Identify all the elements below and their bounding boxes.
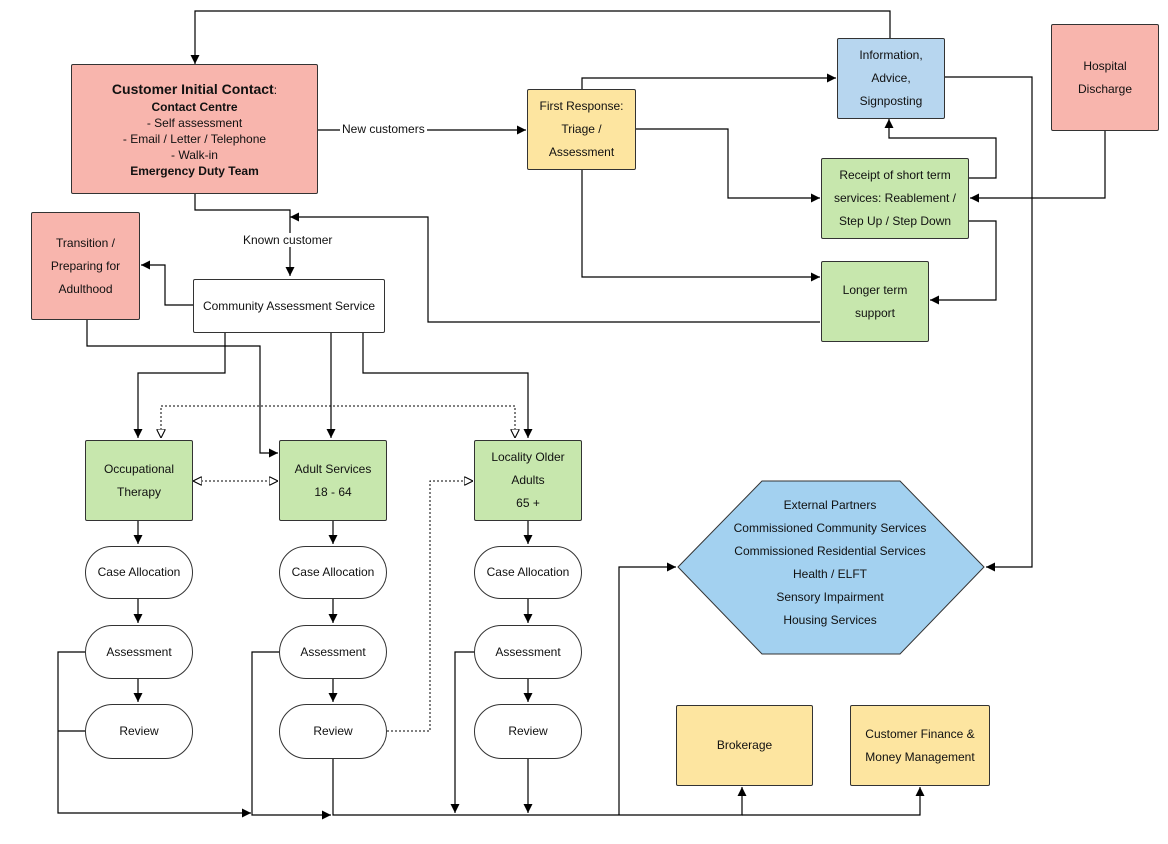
longer-term-support-box: Longer term support — [821, 261, 929, 342]
adult-services-line-1: Adult Services — [294, 461, 372, 476]
adult-services-box: Adult Services 18 - 64 — [279, 440, 387, 521]
locality-assessment-label: Assessment — [495, 644, 561, 659]
transition-line-2: Preparing for — [50, 258, 121, 273]
adult-case-allocation: Case Allocation — [279, 546, 387, 599]
short-term-line-3: Step Up / Step Down — [838, 214, 952, 228]
contact-line-email: - Email / Letter / Telephone — [122, 132, 267, 146]
locality-case-allocation-label: Case Allocation — [486, 565, 570, 579]
adult-assessment-label: Assessment — [300, 644, 366, 659]
brokerage-box: Brokerage — [676, 705, 813, 786]
info-line-2: Advice, — [871, 71, 911, 85]
locality-older-adults-box: Locality Older Adults 65 + — [474, 440, 582, 521]
emergency-duty-team-label: Emergency Duty Team — [130, 164, 259, 178]
customer-contact-title: Customer Initial Contact — [111, 81, 274, 97]
ot-line-1: Occupational — [103, 461, 175, 476]
ot-case-allocation-label: Case Allocation — [97, 565, 181, 579]
adult-review: Review — [279, 704, 387, 759]
external-partners-list: External Partners Commissioned Community… — [700, 494, 960, 632]
information-advice-box: Information, Advice, Signposting — [837, 38, 945, 119]
longer-term-line-1: Longer term — [842, 282, 908, 297]
first-response-line-3: Assessment — [548, 145, 615, 159]
external-partners-line-4: Health / ELFT — [792, 567, 868, 581]
ot-line-2: Therapy — [116, 484, 162, 499]
hospital-line-1: Hospital — [1083, 58, 1127, 73]
customer-finance-box: Customer Finance & Money Management — [850, 705, 990, 786]
customer-initial-contact-box: Customer Initial Contact: Contact Centre… — [71, 64, 318, 194]
short-term-line-2: services: Reablement / — [833, 191, 957, 205]
locality-assessment: Assessment — [474, 625, 582, 679]
finance-line-1: Customer Finance & — [865, 726, 975, 741]
external-partners-hexagon — [677, 480, 985, 655]
locality-review: Review — [474, 704, 582, 759]
community-assessment-label: Community Assessment Service — [202, 298, 376, 313]
ot-review: Review — [85, 704, 193, 759]
longer-term-line-2: support — [854, 305, 896, 320]
transition-line-3: Adulthood — [58, 281, 113, 296]
short-term-line-1: Receipt of short term — [839, 168, 951, 182]
contact-line-walk-in: - Walk-in — [171, 148, 218, 162]
occupational-therapy-box: Occupational Therapy — [85, 440, 193, 521]
locality-case-allocation: Case Allocation — [474, 546, 582, 599]
adult-case-allocation-label: Case Allocation — [291, 565, 375, 579]
info-line-1: Information, — [859, 48, 923, 62]
external-partners-line-6: Housing Services — [783, 613, 877, 627]
transition-line-1: Transition / — [56, 235, 115, 250]
locality-line-2: Adults — [511, 473, 545, 487]
community-assessment-box: Community Assessment Service — [193, 279, 385, 333]
locality-line-3: 65 + — [516, 496, 540, 510]
transition-box: Transition / Preparing for Adulthood — [31, 212, 140, 320]
first-response-line-2: Triage / — [561, 122, 602, 136]
new-customers-label: New customers — [340, 122, 427, 136]
short-term-services-box: Receipt of short term services: Reableme… — [821, 158, 969, 239]
info-line-3: Signposting — [859, 94, 923, 108]
locality-review-label: Review — [508, 724, 548, 738]
contact-centre-label: Contact Centre — [151, 100, 238, 114]
ot-case-allocation: Case Allocation — [85, 546, 193, 599]
finance-line-2: Money Management — [865, 749, 975, 764]
external-partners-line-5: Sensory Impairment — [776, 590, 884, 604]
external-partners-line-1: External Partners — [783, 498, 877, 512]
ot-assessment: Assessment — [85, 625, 193, 679]
hospital-discharge-box: Hospital Discharge — [1051, 24, 1159, 131]
first-response-box: First Response: Triage / Assessment — [527, 89, 636, 170]
first-response-line-1: First Response: — [539, 99, 624, 113]
adult-services-line-2: 18 - 64 — [314, 484, 352, 499]
adult-review-label: Review — [313, 724, 353, 738]
external-partners-line-3: Commissioned Residential Services — [734, 544, 926, 558]
external-partners-line-2: Commissioned Community Services — [733, 521, 927, 535]
adult-assessment: Assessment — [279, 625, 387, 679]
brokerage-label: Brokerage — [716, 738, 773, 752]
hospital-line-2: Discharge — [1077, 81, 1133, 96]
ot-review-label: Review — [119, 724, 159, 738]
known-customer-label: Known customer — [241, 233, 335, 247]
contact-line-self-assessment: - Self assessment — [146, 116, 243, 130]
ot-assessment-label: Assessment — [106, 644, 172, 659]
locality-line-1: Locality Older — [491, 450, 565, 464]
